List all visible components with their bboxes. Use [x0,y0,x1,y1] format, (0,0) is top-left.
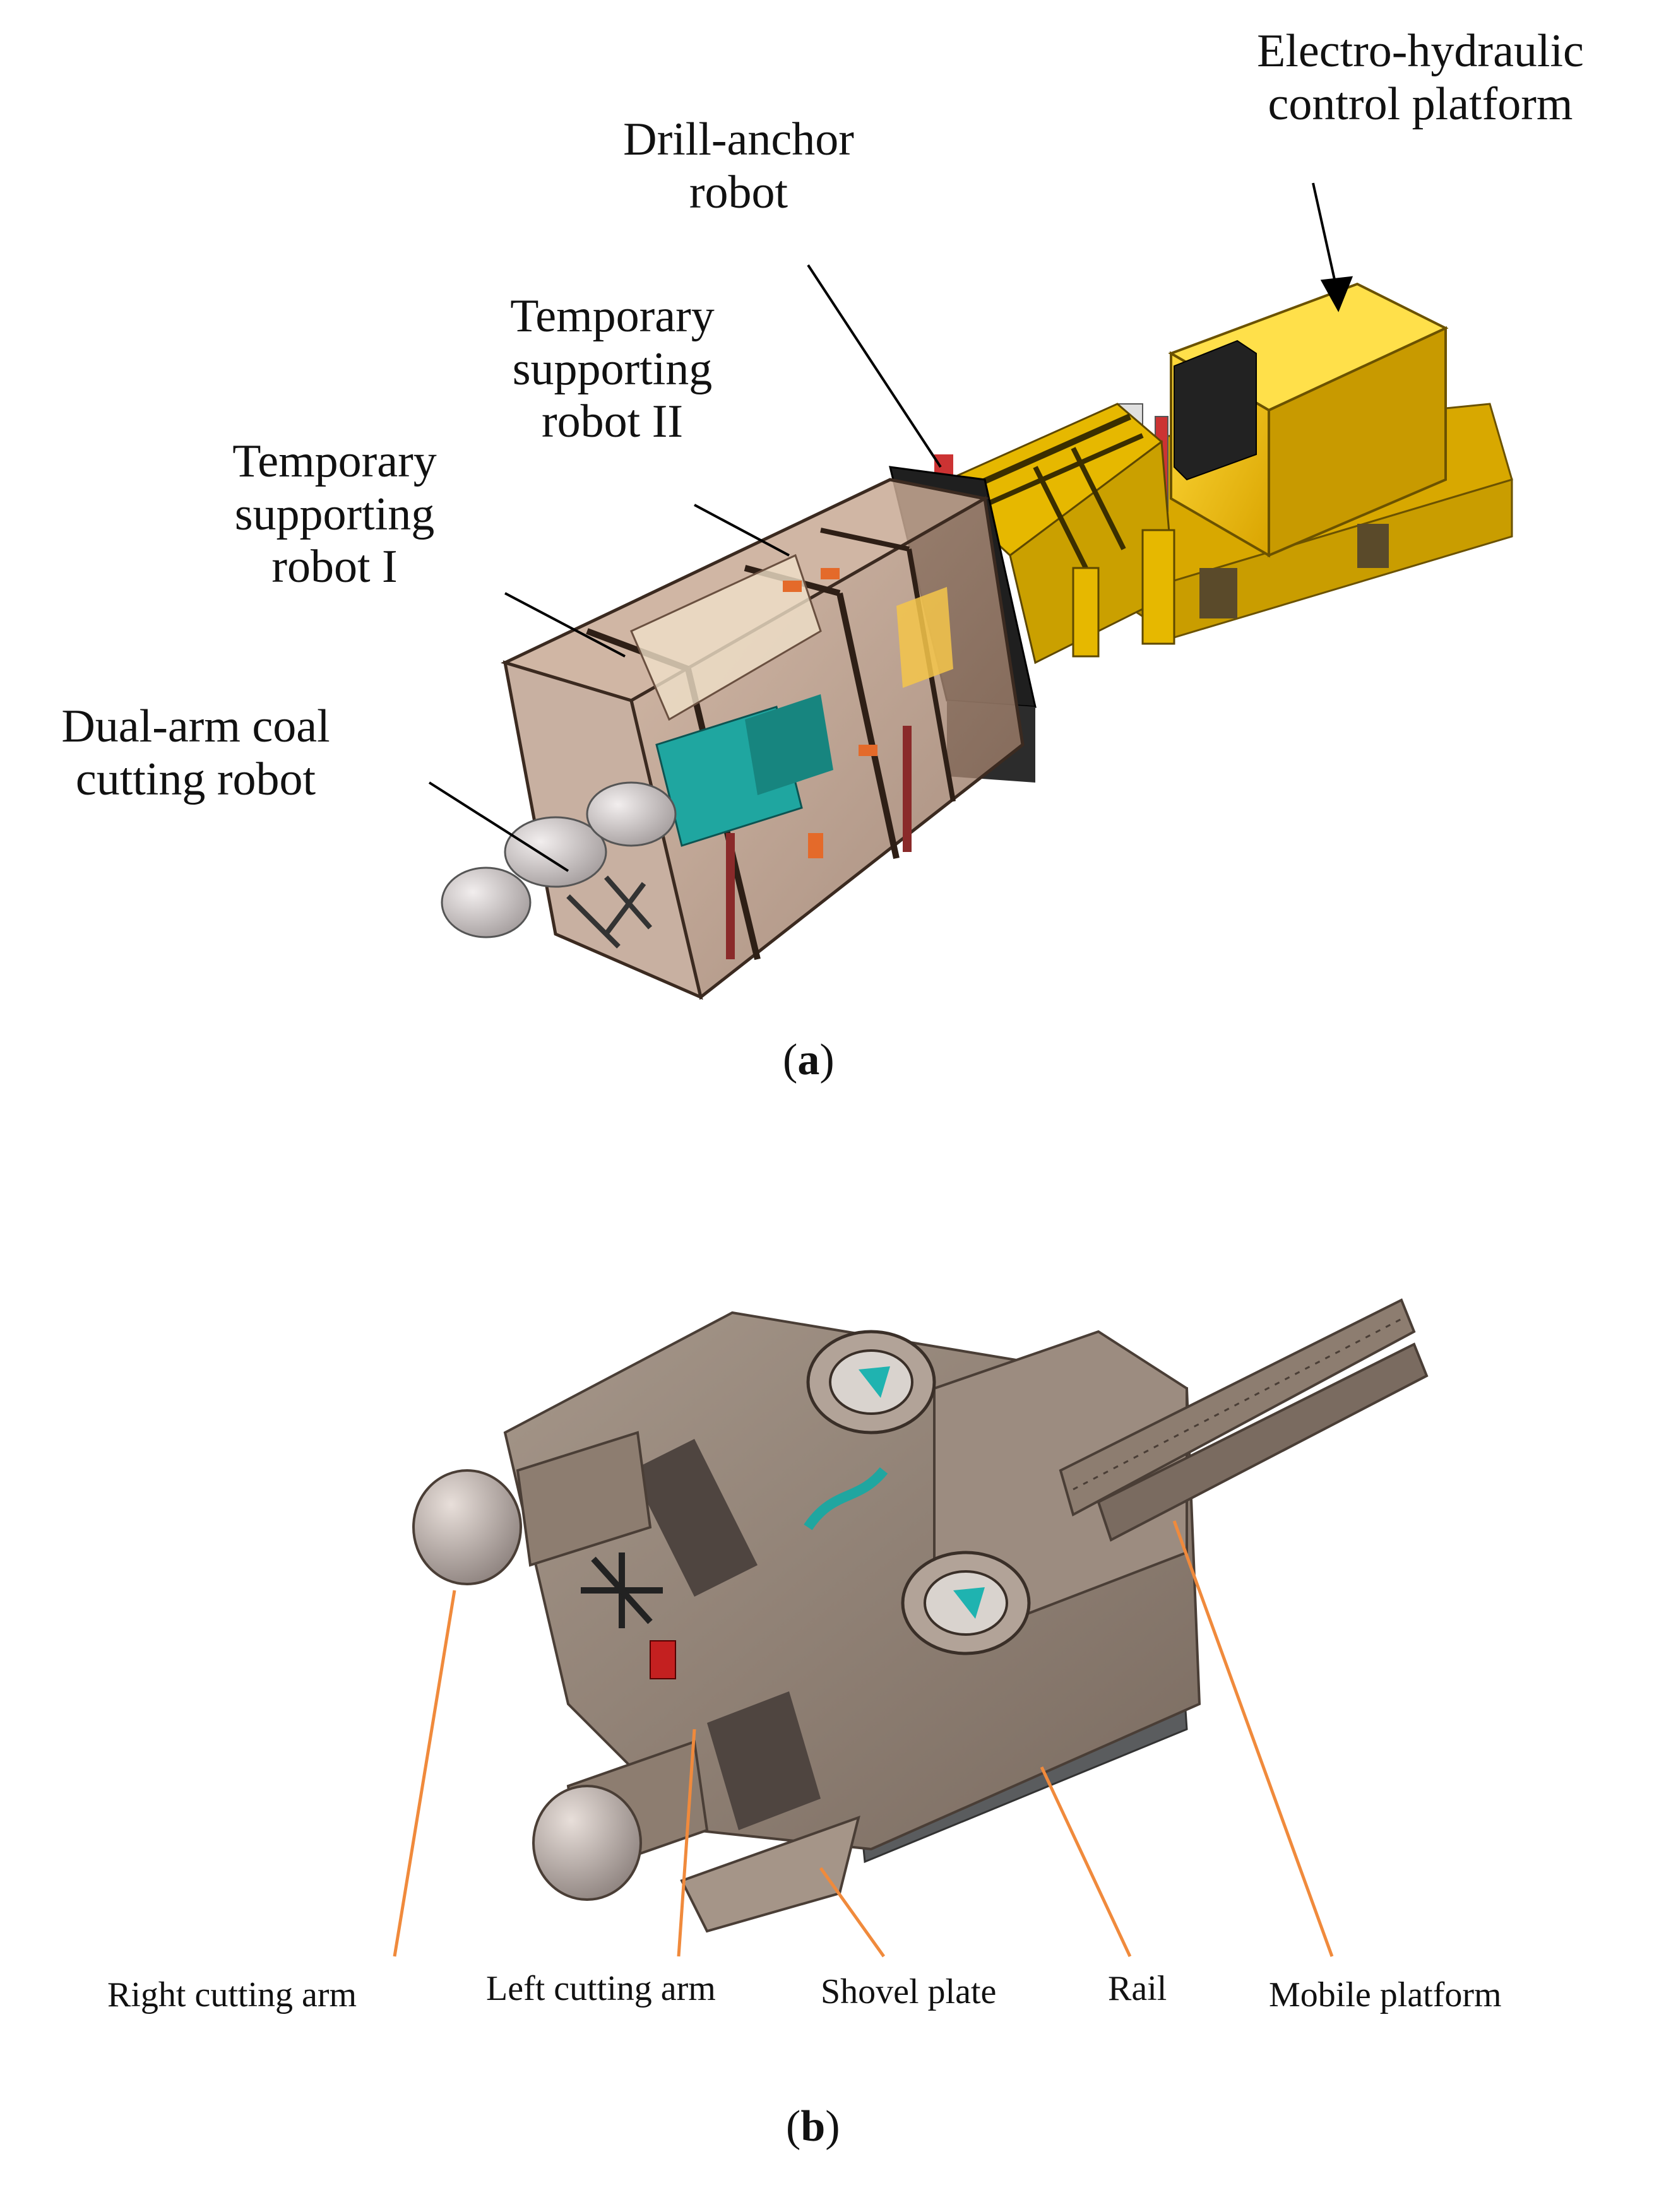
leader-temp-support-1 [504,592,626,658]
panel-a-leader-lines [428,182,1353,872]
label-mobile-platform: Mobile platform [1269,1975,1502,2014]
label-shovel-plate: Shovel plate [821,1972,997,2011]
caption-a: (a) [783,1036,835,1084]
dual-arm-cutting-heads [441,781,677,949]
label-rail: Rail [1108,1969,1167,2008]
leader-right-arm [393,1590,456,1957]
leader-drill-anchor [807,264,942,468]
label-drill-anchor-robot: Drill-anchor robot [623,114,854,218]
leader-electro-hydraulic [1312,182,1340,297]
leader-left-arm [677,1729,696,1957]
leader-dual-arm [428,781,569,872]
left-cutting-head [532,1785,642,1901]
label-dual-arm-coal-cutting-robot: Dual-arm coal cutting robot [61,701,330,805]
right-cutting-head [412,1469,522,1585]
label-left-cutting-arm: Left cutting arm [486,1969,716,2008]
panel-b-machine [412,1298,1429,1933]
label-right-cutting-arm: Right cutting arm [107,1975,357,2014]
transparent-shell [501,478,1025,1000]
label-temporary-supporting-robot-1: Temporary supporting robot I [232,435,437,593]
leader-rail [1040,1766,1132,1958]
label-temporary-supporting-robot-2: Temporary supporting robot II [510,290,715,448]
arrowhead-electro-hydraulic [1320,276,1353,312]
leader-temp-support-2 [694,504,790,557]
leader-mobile [1172,1520,1334,1957]
leader-shovel [819,1867,886,1958]
panel-b-leader-lines [393,1520,1334,1958]
label-electro-hydraulic-platform: Electro-hydraulic control platform [1257,25,1584,130]
caption-b: (b) [786,2102,840,2151]
panel-a-machine [428,182,1513,1000]
